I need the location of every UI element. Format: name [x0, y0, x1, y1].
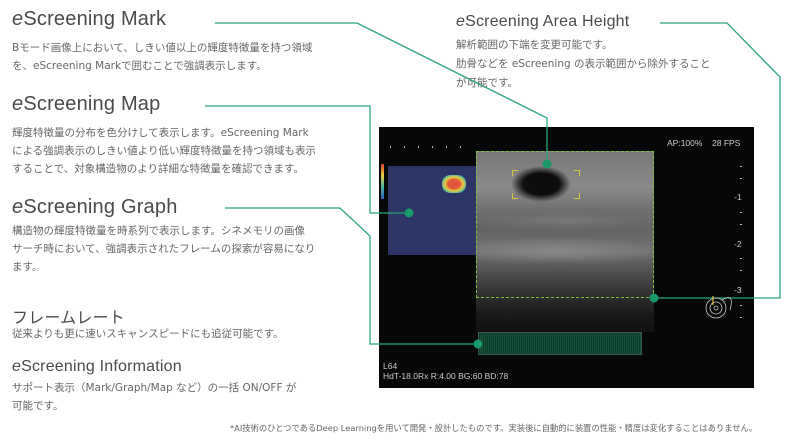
mark-description: Bモード画像上において、しきい値以上の輝度特徴量を持つ領域を、eScreenin… — [12, 42, 313, 72]
information-description: サポート表示（Mark/Graph/Map など）の一括 ON/OFF が可能で… — [12, 382, 297, 412]
area-height-callout-dot — [649, 293, 659, 303]
body-mark-icon — [705, 297, 732, 319]
screening-area-box[interactable] — [476, 151, 654, 298]
graph-callout-dot — [473, 339, 483, 349]
probe-label: L64 — [383, 361, 398, 371]
depth-ticks — [740, 166, 742, 318]
map-color-scale — [381, 164, 384, 199]
map-callout-dot — [404, 208, 414, 218]
mark-leader-line — [215, 22, 548, 164]
depth-label: -3 — [734, 285, 742, 295]
graph-description: 構造物の輝度特徴量を時系列で表示します。シネメモリの画像サーチ時において、強調表… — [12, 225, 316, 273]
map-hotspot — [442, 175, 466, 193]
area-height-description: 解析範囲の下端を変更可能です。肋骨などを eScreening の表示範囲から除… — [456, 39, 711, 89]
screening-mark-corner — [512, 193, 518, 199]
depth-label: -2 — [734, 239, 742, 249]
depth-label: -1 — [734, 192, 742, 202]
framerate-description: 従来よりも更に速いスキャンスピードにも追従可能です。 — [12, 328, 284, 340]
map-heading: eScreening Map — [12, 93, 161, 115]
graph-heading: eScreening Graph — [12, 196, 178, 218]
top-tick-row — [390, 146, 461, 148]
area-height-leader-line — [654, 22, 781, 299]
screening-mark-corner — [574, 170, 580, 176]
b-mode-image — [476, 151, 654, 332]
footnote: *AI技術のひとつであるDeep Learningを用いて開発・設計したものです… — [230, 423, 758, 433]
fps-readout: 28 FPS — [712, 138, 741, 148]
graph-leader-line — [225, 207, 478, 345]
ap-readout: AP:100% — [667, 138, 703, 148]
information-heading: eScreening Information — [12, 358, 182, 375]
imaging-params: HdT-18.0Rx R:4.00 BG:60 BD:78 — [383, 371, 509, 381]
mark-heading: eScreening Mark — [12, 8, 167, 30]
screening-mark-corner — [512, 170, 518, 176]
area-height-heading: eScreening Area Height — [456, 13, 630, 30]
screening-mark-corner — [574, 193, 580, 199]
mark-callout-dot — [542, 159, 552, 169]
framerate-heading: フレームレート — [12, 310, 125, 327]
map-leader-line — [205, 105, 409, 214]
